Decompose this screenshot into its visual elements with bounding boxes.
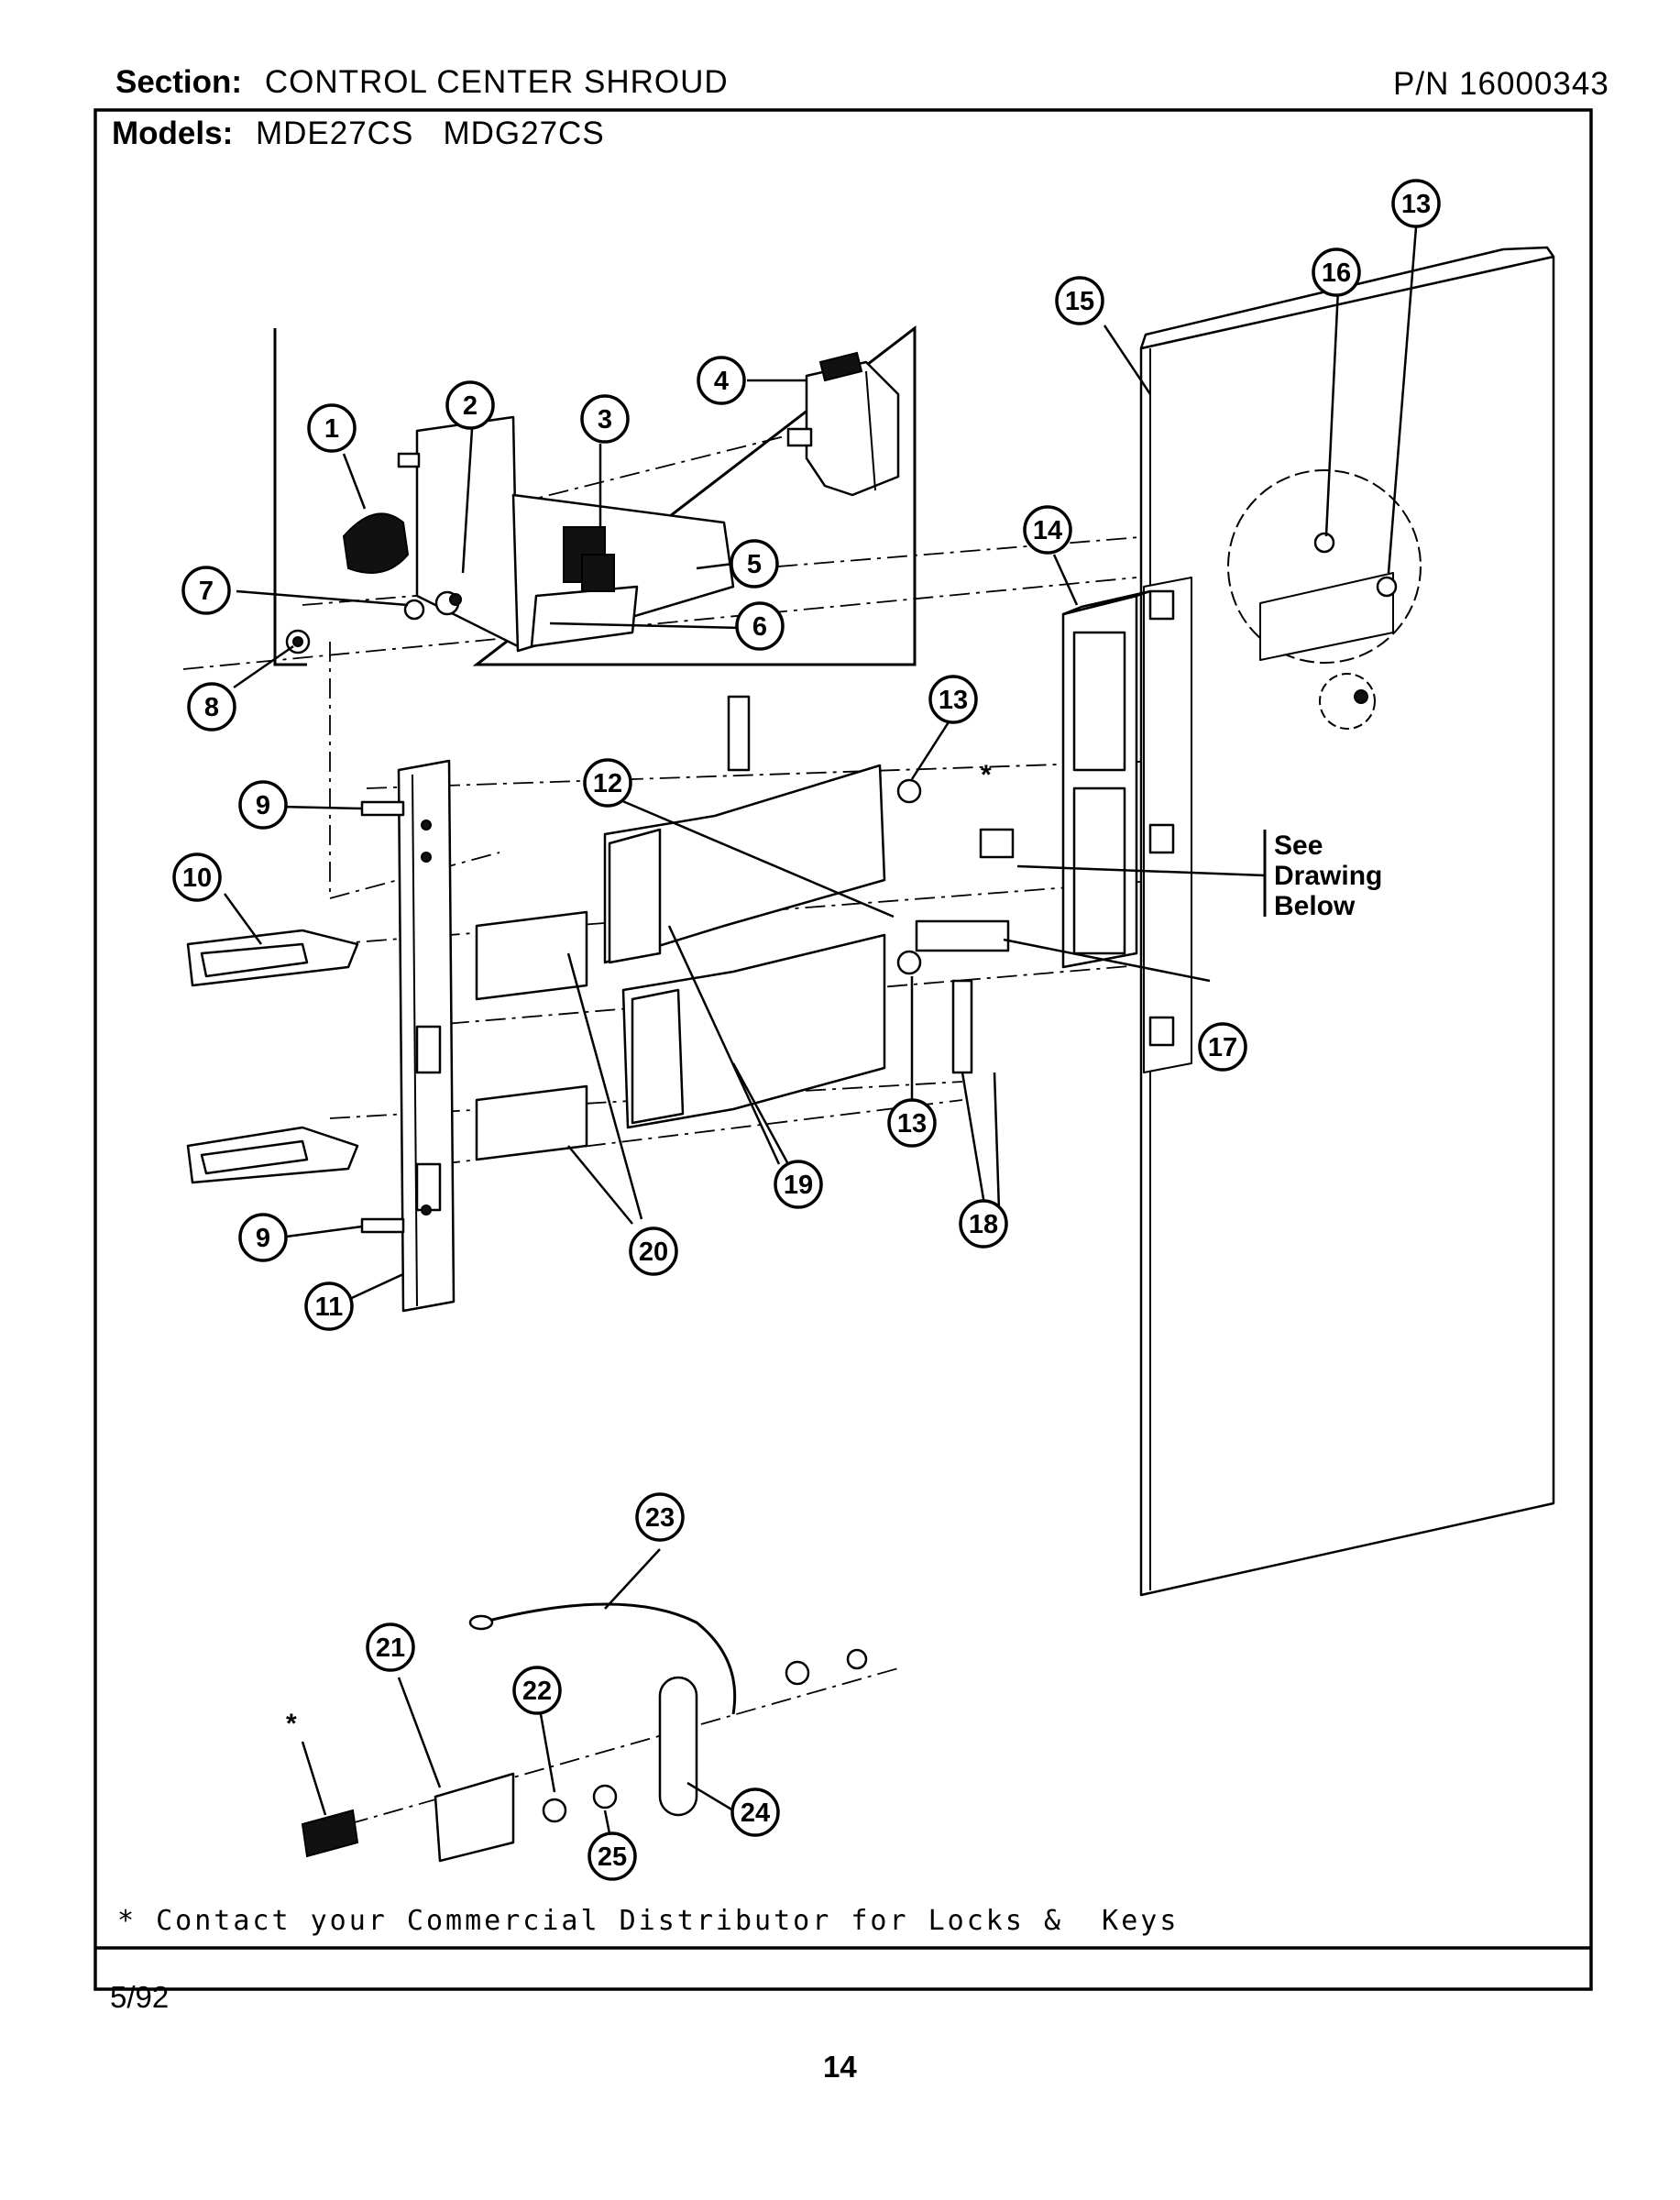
mounting-bracket <box>397 759 456 1313</box>
callout-17: 17 <box>1198 1022 1247 1072</box>
see-drawing-line-2: Drawing <box>1274 861 1382 891</box>
callout-label: 11 <box>315 1292 344 1322</box>
callout-label: 23 <box>645 1503 675 1533</box>
callout-label: 22 <box>522 1677 552 1706</box>
callout-label: 9 <box>256 1224 270 1253</box>
callout-19: 19 <box>774 1160 823 1209</box>
detail-magnifier <box>1227 469 1422 730</box>
control-knob <box>342 512 410 574</box>
callout-24: 24 <box>730 1788 780 1837</box>
callout-label: 13 <box>939 686 968 715</box>
callout-4: 4 <box>697 356 746 405</box>
section-label: Section: <box>115 64 243 100</box>
callout-23: 23 <box>635 1492 685 1542</box>
callout-2: 2 <box>445 380 495 430</box>
callout-label: 12 <box>593 769 622 798</box>
callout-15: 15 <box>1055 276 1104 325</box>
callout-1: 1 <box>307 403 357 453</box>
locks-keys-note: * Contact your Commercial Distributor fo… <box>117 1905 1180 1937</box>
callout-12: 12 <box>583 758 632 808</box>
callout-16: 16 <box>1312 248 1361 297</box>
callout-label: 4 <box>714 367 729 396</box>
callout-5: 5 <box>730 539 779 588</box>
callout-9: 9 <box>238 1213 288 1262</box>
control-bracket <box>397 415 735 653</box>
callout-3: 3 <box>580 394 630 444</box>
callout-label: 14 <box>1033 516 1062 545</box>
callout-label: 7 <box>199 577 214 606</box>
control-inset-box <box>273 324 917 666</box>
callout-label: 5 <box>747 550 762 579</box>
callout-25: 25 <box>587 1832 637 1881</box>
revision-date: 5/92 <box>110 1980 170 2014</box>
models-line: Models: MDE27CS MDG27CS <box>112 116 605 152</box>
callout-label: 20 <box>639 1238 668 1267</box>
timer <box>786 351 900 497</box>
control-frame <box>1061 589 1152 969</box>
callout-21: 21 <box>366 1622 415 1672</box>
chute-housings <box>603 764 886 1129</box>
leader-lines <box>223 226 1418 1834</box>
callout-11: 11 <box>304 1282 354 1331</box>
see-drawing-line-1: See <box>1274 830 1323 861</box>
page-number: 14 <box>823 2050 857 2084</box>
callout-label: 6 <box>752 612 767 642</box>
coin-slides <box>186 929 359 1184</box>
callout-14: 14 <box>1023 505 1072 555</box>
callout-22: 22 <box>512 1666 562 1715</box>
callout-label: 18 <box>969 1210 998 1239</box>
callout-13: 13 <box>1391 179 1441 228</box>
callout-8: 8 <box>187 682 236 732</box>
callout-20: 20 <box>629 1226 678 1276</box>
shroud-panel <box>1139 246 1555 1597</box>
callout-label: 9 <box>256 791 270 820</box>
coin-boxes <box>475 910 588 1161</box>
callout-label: 3 <box>598 405 612 434</box>
callout-6: 6 <box>735 601 785 651</box>
lock-asterisk-top: * <box>981 760 992 790</box>
callout-label: 19 <box>784 1171 813 1200</box>
callout-label: 2 <box>463 391 478 421</box>
part-number: P/N 16000343 <box>1393 66 1609 102</box>
screws <box>360 800 405 1234</box>
models-label: Models: <box>112 116 234 151</box>
section-title: Section: CONTROL CENTER SHROUD <box>115 64 729 101</box>
callout-9: 9 <box>238 780 288 830</box>
callout-label: 21 <box>376 1634 405 1663</box>
callout-7: 7 <box>181 566 231 615</box>
small-hardware <box>727 695 1015 1074</box>
callout-label: 24 <box>741 1798 770 1828</box>
callout-label: 8 <box>204 693 219 722</box>
callout-label: 1 <box>324 414 339 444</box>
see-drawing-line-3: Below <box>1274 891 1356 921</box>
callout-label: 15 <box>1065 287 1094 316</box>
section-value: CONTROL CENTER SHROUD <box>264 64 729 100</box>
callout-18: 18 <box>959 1199 1008 1248</box>
callout-13: 13 <box>887 1098 937 1148</box>
callout-label: 13 <box>1401 190 1431 219</box>
see-drawing-note: See Drawing Below <box>1263 830 1382 921</box>
callout-label: 16 <box>1322 258 1351 288</box>
callout-label: 25 <box>598 1842 627 1872</box>
callout-13: 13 <box>928 675 978 724</box>
callout-label: 13 <box>897 1109 927 1138</box>
models-value: MDE27CS MDG27CS <box>255 116 605 151</box>
lock-assembly <box>301 1602 868 1863</box>
page-frame <box>93 108 1593 1991</box>
callout-label: 10 <box>182 864 212 893</box>
callout-label: 17 <box>1208 1033 1237 1062</box>
callout-10: 10 <box>172 852 222 902</box>
lock-asterisk-bottom: * <box>286 1709 297 1739</box>
